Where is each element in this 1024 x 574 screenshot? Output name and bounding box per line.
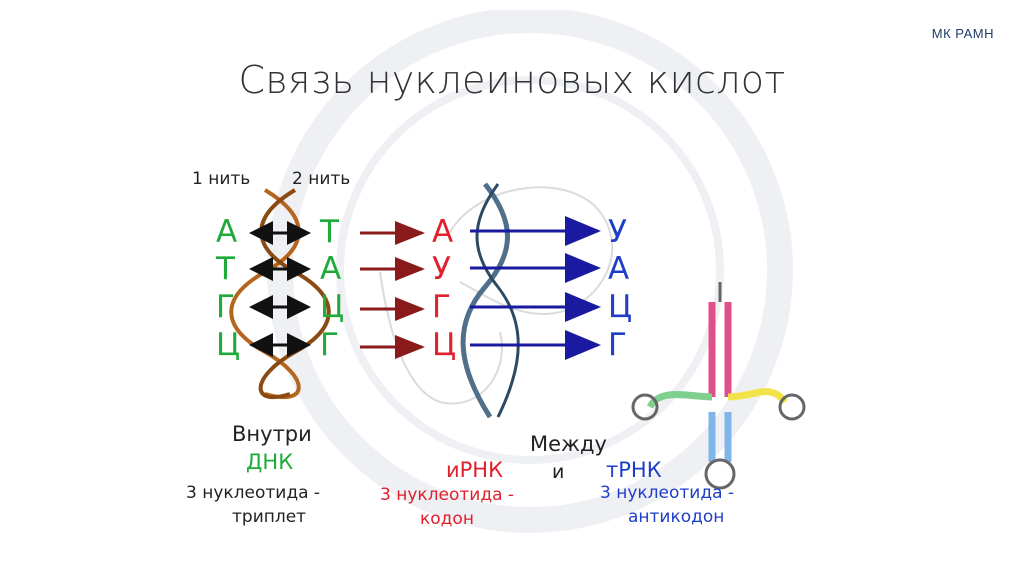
dna-strand2-base-4: Г [320,327,339,363]
dna-strand2-base-2: А [320,251,342,287]
mrna-base-3: Г [432,289,451,325]
trna-base-1: У [608,214,627,250]
dna-strand1-base-2: Т [216,251,235,287]
dna-label: ДНК [246,450,294,474]
dna-strand2-base-1: Т [320,214,339,250]
mrna-base-1: А [432,214,454,250]
ribosome-sketch [379,186,614,405]
trna-desc-1: 3 нуклеотида - [600,483,735,503]
inside-label: Внутри [232,422,312,446]
slide-title: Связь нуклеиновых кислот [238,58,786,102]
brand-label: МК РАМН [931,26,994,41]
mrna-desc-2: кодон [420,509,474,529]
and-label: и [552,461,565,483]
strand1-label: 1 нить [192,169,251,189]
trna-base-3: Ц [608,289,633,325]
between-label: Между [530,432,607,456]
dna-strand1-base-3: Г [216,289,235,325]
mrna-base-4: Ц [432,327,457,363]
trna-label: тРНК [606,458,662,482]
pairing-arrows [470,216,601,360]
dna-helix [229,188,331,400]
transcription-arrows [360,221,425,359]
base-pair-arrows [249,221,311,357]
mrna-label: иРНК [446,458,504,482]
trna-cloverleaf [631,282,806,490]
mrna-helix [460,182,520,419]
dna-strand2-base-3: Ц [320,289,345,325]
diagram-graphics [229,182,806,490]
trna-desc-2: антикодон [628,507,725,527]
mrna-base-2: У [432,251,451,287]
dna-strand1-base-1: А [216,214,238,250]
mrna-desc-1: 3 нуклеотида - [380,485,515,505]
trna-base-4: Г [608,327,627,363]
dna-desc-2: триплет [232,507,307,527]
dna-strand1-base-4: Ц [216,327,241,363]
dna-desc-1: 3 нуклеотида - [186,483,321,503]
trna-base-2: А [608,251,630,287]
strand2-label: 2 нить [292,169,351,189]
nucleic-acids-diagram: 1 нить 2 нить А Т Г Ц Т А Ц Г А У Г Ц У … [180,162,820,542]
